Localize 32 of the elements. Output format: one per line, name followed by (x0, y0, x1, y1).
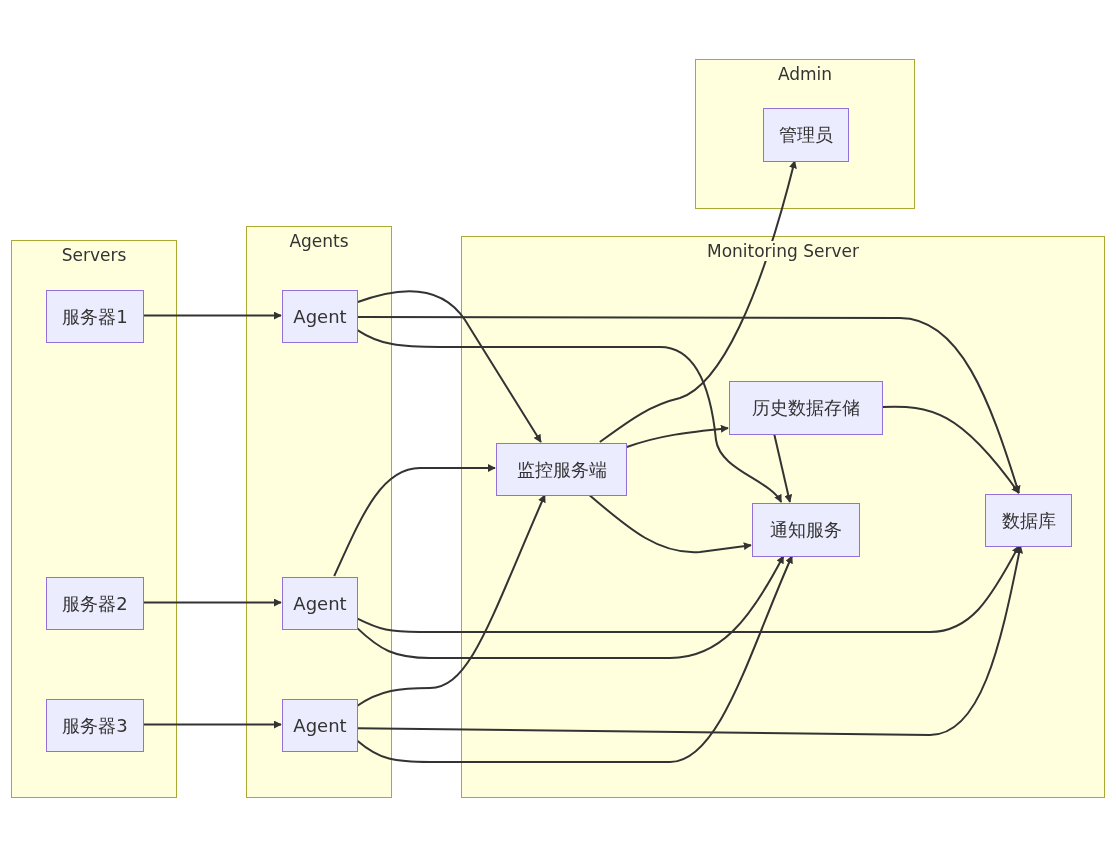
arrow (625, 424, 729, 449)
group-box (246, 226, 392, 798)
arrow (356, 545, 1020, 633)
arrow (142, 311, 282, 320)
arrow (356, 494, 546, 707)
process-box: Agent (282, 699, 358, 752)
arrow (881, 405, 1020, 494)
arrow (356, 290, 542, 443)
arrow (598, 160, 797, 443)
arrow (142, 598, 282, 607)
process-box: 服务器1 (46, 290, 144, 343)
process-box: 服务器3 (46, 699, 144, 752)
process-box: 服务器2 (46, 577, 144, 630)
process-box: 管理员 (763, 108, 849, 162)
process-box: 通知服务 (752, 503, 860, 557)
group-box (695, 59, 915, 209)
arrow (356, 316, 1021, 494)
group-box (11, 240, 177, 798)
arrow (356, 328, 783, 503)
arrow (356, 555, 793, 763)
group-box (461, 236, 1105, 798)
process-box: 数据库 (985, 494, 1072, 547)
arrow (356, 545, 1023, 736)
process-box: 监控服务端 (496, 443, 627, 496)
arrow (588, 494, 752, 554)
arrow (142, 720, 282, 729)
process-box: Agent (282, 577, 358, 630)
process-box: Agent (282, 290, 358, 343)
process-box: 历史数据存储 (729, 381, 883, 435)
arrow (356, 555, 785, 659)
arrow (333, 464, 496, 577)
arrow (773, 433, 793, 503)
